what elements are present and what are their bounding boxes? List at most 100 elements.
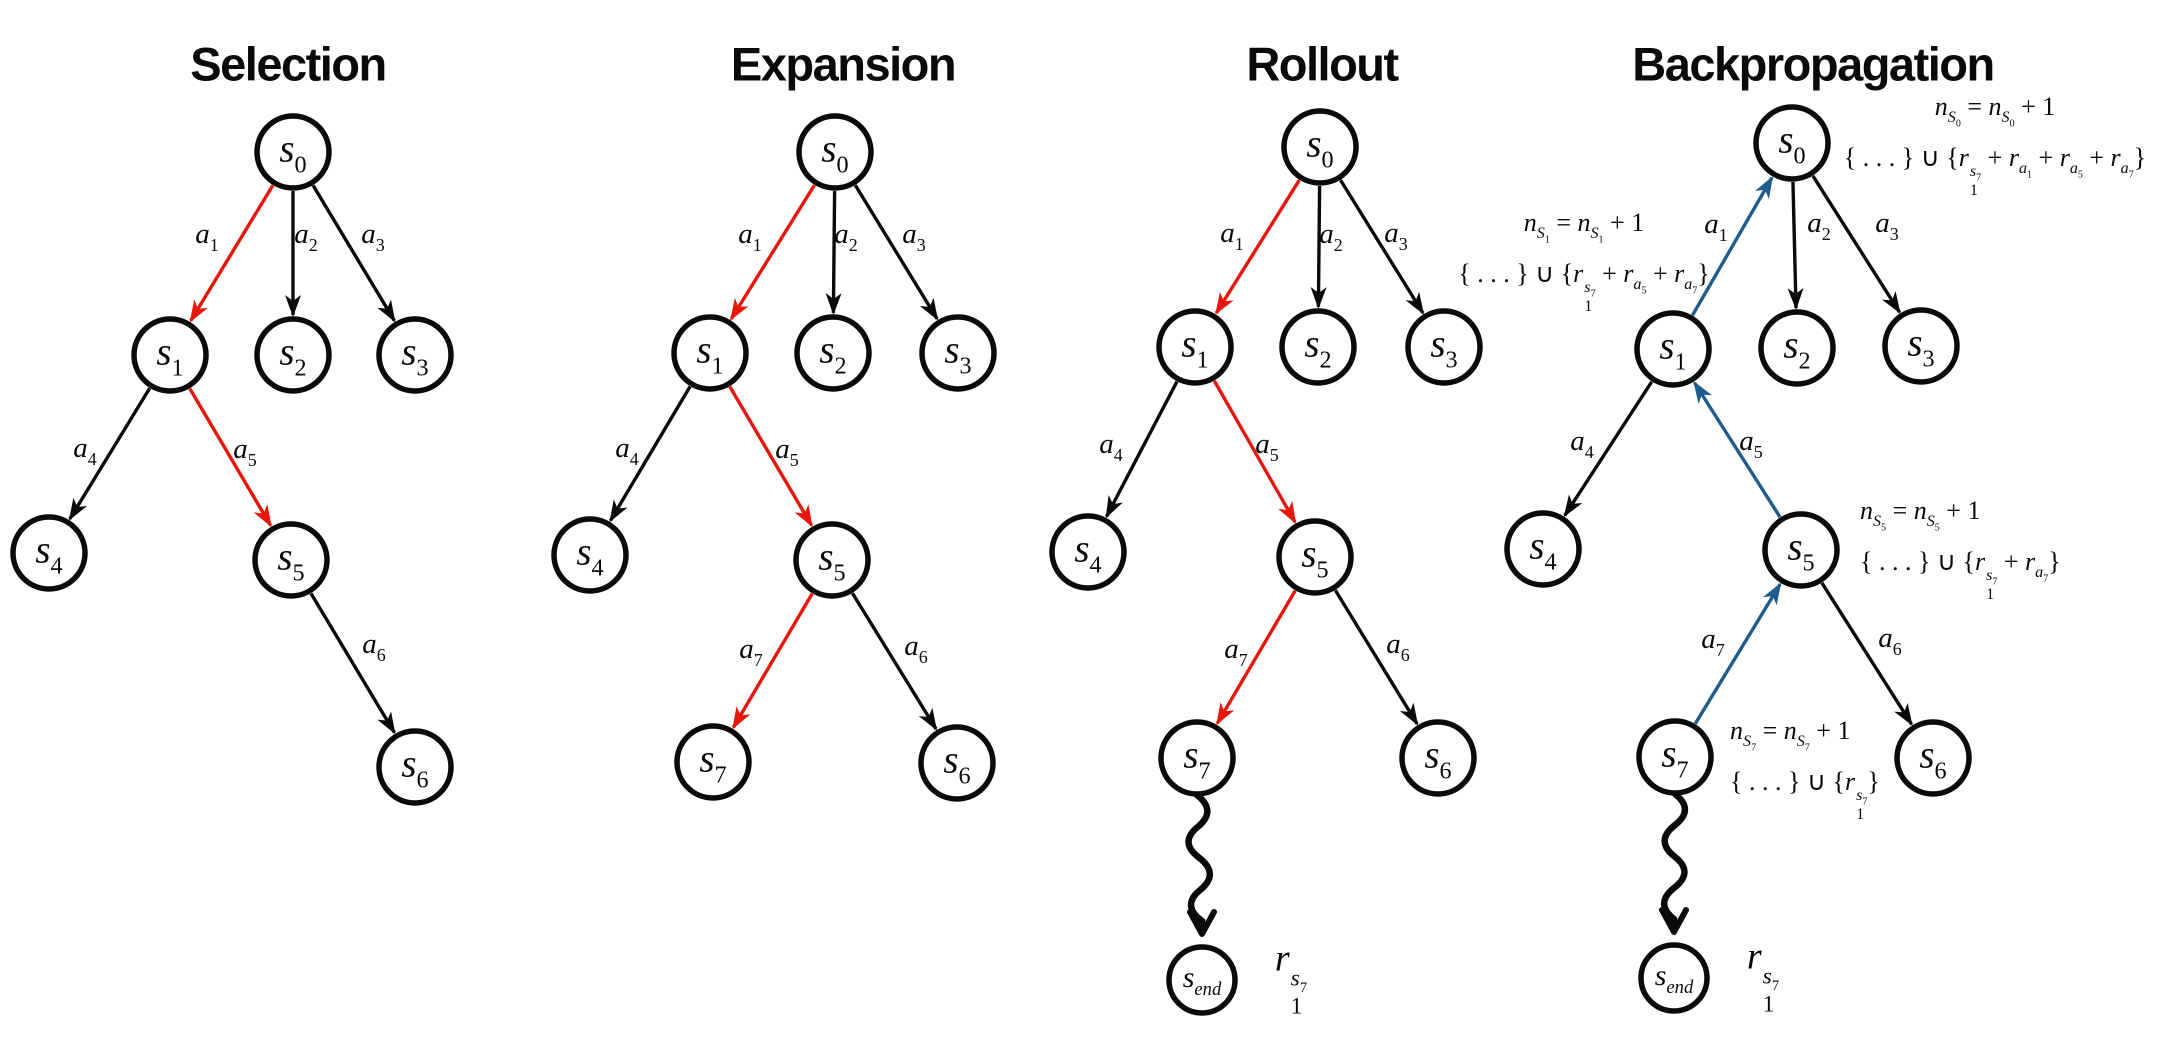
rollout-edge-label-a3: a3 [1384, 216, 1408, 255]
rollout-node-label-s2: s2 [1304, 322, 1332, 374]
backpropagation-edge-label-a3: a3 [1875, 206, 1899, 245]
backpropagation-node-s4 [1504, 510, 1582, 588]
rollout-edge-a4 [1105, 380, 1179, 519]
backpropagation-node-label-s3: s3 [1907, 321, 1935, 373]
backpropagation-edge-label-a4: a4 [1570, 424, 1594, 463]
backpropagation-node-send [1638, 942, 1710, 1014]
selection-edge-a5 [188, 387, 273, 528]
rollout-node-label-s6: s6 [1424, 733, 1452, 785]
backpropagation-edge-label-a1: a1 [1704, 207, 1728, 246]
rollout-edge-label-a4: a4 [1099, 427, 1123, 466]
expansion-node-s1 [671, 314, 749, 392]
expansion-node-s0 [796, 113, 874, 191]
expansion-node-s5 [793, 521, 871, 599]
selection-node-s1 [131, 316, 209, 394]
selection-node-label-s0: s0 [279, 127, 307, 179]
backpropagation-edge-a5 [1693, 381, 1782, 519]
selection-node-label-s5: s5 [277, 535, 305, 587]
rollout-node-s6 [1399, 719, 1477, 797]
panel-backpropagation [1504, 104, 1972, 1014]
expansion-edge-a7 [731, 592, 814, 730]
expansion-node-label-s3: s3 [944, 328, 972, 380]
expansion-node-label-s0: s0 [821, 127, 849, 179]
expansion-node-label-s5: s5 [818, 535, 846, 587]
backpropagation-node-s0 [1753, 104, 1831, 182]
expansion-edge-label-a1: a1 [738, 217, 762, 256]
backpropagation-annotation-s0-line: nS0 = nS0 + 1 [1934, 91, 2056, 130]
selection-edge-a1 [189, 184, 275, 323]
backpropagation-node-s5 [1762, 511, 1840, 589]
rollout-edge-a3 [1339, 179, 1425, 315]
panel-title-rollout: Rollout [1246, 37, 1399, 91]
selection-node-label-s6: s6 [401, 742, 429, 794]
rollout-edge-label-a1: a1 [1220, 216, 1244, 255]
expansion-edge-a3 [853, 184, 939, 321]
panel-title-backpropagation: Backpropagation [1632, 37, 1995, 91]
selection-node-label-s1: s1 [156, 330, 184, 382]
expansion-node-s7 [674, 723, 752, 801]
backpropagation-node-s3 [1882, 307, 1960, 385]
expansion-edge-label-a3: a3 [902, 217, 926, 256]
rollout-node-s1 [1156, 308, 1234, 386]
rollout-edge-a7 [1215, 589, 1297, 726]
rollout-node-label-s7: s7 [1183, 733, 1211, 785]
backpropagation-annotation-s1-line: nS1 = nS1 + 1 [1523, 207, 1645, 246]
backpropagation-annotation-s7-line: nS7 = nS7 + 1 [1730, 715, 1851, 754]
backpropagation-node-label-s7: s7 [1661, 732, 1689, 784]
panel-selection [10, 113, 454, 806]
backpropagation-node-label-s6: s6 [1919, 733, 1947, 785]
expansion-edge-a2 [825, 190, 842, 316]
expansion-node-label-s7: s7 [699, 737, 727, 789]
expansion-edge-a5 [728, 385, 814, 528]
backpropagation-edge-label-a2: a2 [1807, 206, 1831, 245]
backpropagation-annotation-s5-line: nS5 = nS5 + 1 [1860, 495, 1981, 534]
backpropagation-node-label-s5: s5 [1787, 525, 1815, 577]
rollout-node-s0 [1281, 108, 1359, 186]
backpropagation-edge-label-a5: a5 [1739, 424, 1763, 463]
selection-edge-label-a4: a4 [73, 431, 97, 470]
expansion-node-s3 [919, 314, 997, 392]
expansion-node-label-s1: s1 [696, 328, 724, 380]
backpropagation-node-label-s0: s0 [1778, 118, 1806, 170]
backpropagation-wavy-rollout-arrow [1659, 790, 1689, 935]
rollout-node-s5 [1276, 518, 1354, 596]
selection-edge-label-a2: a2 [294, 217, 318, 256]
selection-node-s4 [10, 514, 88, 592]
expansion-edge-label-a4: a4 [615, 431, 639, 470]
panel-rollout [1049, 108, 1483, 1016]
expansion-node-label-s6: s6 [943, 738, 971, 790]
panel-title-expansion: Expansion [730, 37, 957, 91]
backpropagation-node-s1 [1634, 310, 1712, 388]
expansion-node-s4 [551, 516, 629, 594]
rollout-edge-label-a7: a7 [1224, 632, 1248, 671]
rollout-node-label-s1: s1 [1181, 322, 1209, 374]
selection-edge-label-a6: a6 [362, 627, 386, 666]
rollout-edge-label-a6: a6 [1386, 627, 1410, 666]
expansion-node-s6 [918, 724, 996, 802]
expansion-edge-a1 [729, 184, 816, 321]
backpropagation-edge-label-a6: a6 [1878, 621, 1902, 660]
backpropagation-node-s6 [1894, 719, 1972, 797]
rollout-edge-a5 [1212, 380, 1297, 525]
rollout-node-label-s3: s3 [1430, 322, 1458, 374]
expansion-edge-label-a5: a5 [775, 432, 799, 471]
rollout-edge-label-a5: a5 [1255, 427, 1279, 466]
rollout-edge-a1 [1214, 179, 1301, 315]
rollout-node-label-s4: s4 [1074, 527, 1102, 579]
selection-node-s0 [254, 113, 332, 191]
selection-node-label-s4: s4 [35, 528, 63, 580]
backpropagation-node-s2 [1758, 309, 1836, 387]
selection-edge-label-a3: a3 [361, 217, 385, 256]
selection-node-s6 [376, 728, 454, 806]
rollout-edge-a6 [1333, 589, 1419, 726]
backpropagation-node-label-s4: s4 [1529, 524, 1557, 576]
backpropagation-edge-a3 [1811, 175, 1901, 314]
rollout-node-send [1166, 944, 1238, 1016]
rollout-node-s4 [1049, 513, 1127, 591]
